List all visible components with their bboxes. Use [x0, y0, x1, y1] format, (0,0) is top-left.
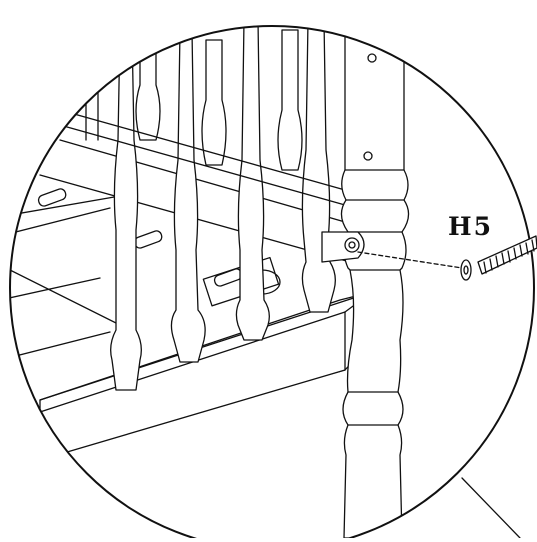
bolt-hole-upper — [367, 53, 377, 63]
detail-circle — [9, 25, 535, 542]
turned-leg-post — [340, 26, 410, 539]
zoomed-detail-content — [10, 26, 410, 539]
part-label-h5: H5 — [448, 212, 494, 241]
dowel-pegs — [37, 188, 243, 287]
alignment-dashed-line — [357, 251, 463, 269]
bolt-hole-lower — [363, 151, 373, 161]
corner-bracket — [321, 231, 365, 263]
leader-line — [461, 477, 521, 539]
back-rails — [59, 109, 346, 206]
bolt-icon — [477, 235, 537, 275]
washer-icon — [460, 259, 472, 281]
